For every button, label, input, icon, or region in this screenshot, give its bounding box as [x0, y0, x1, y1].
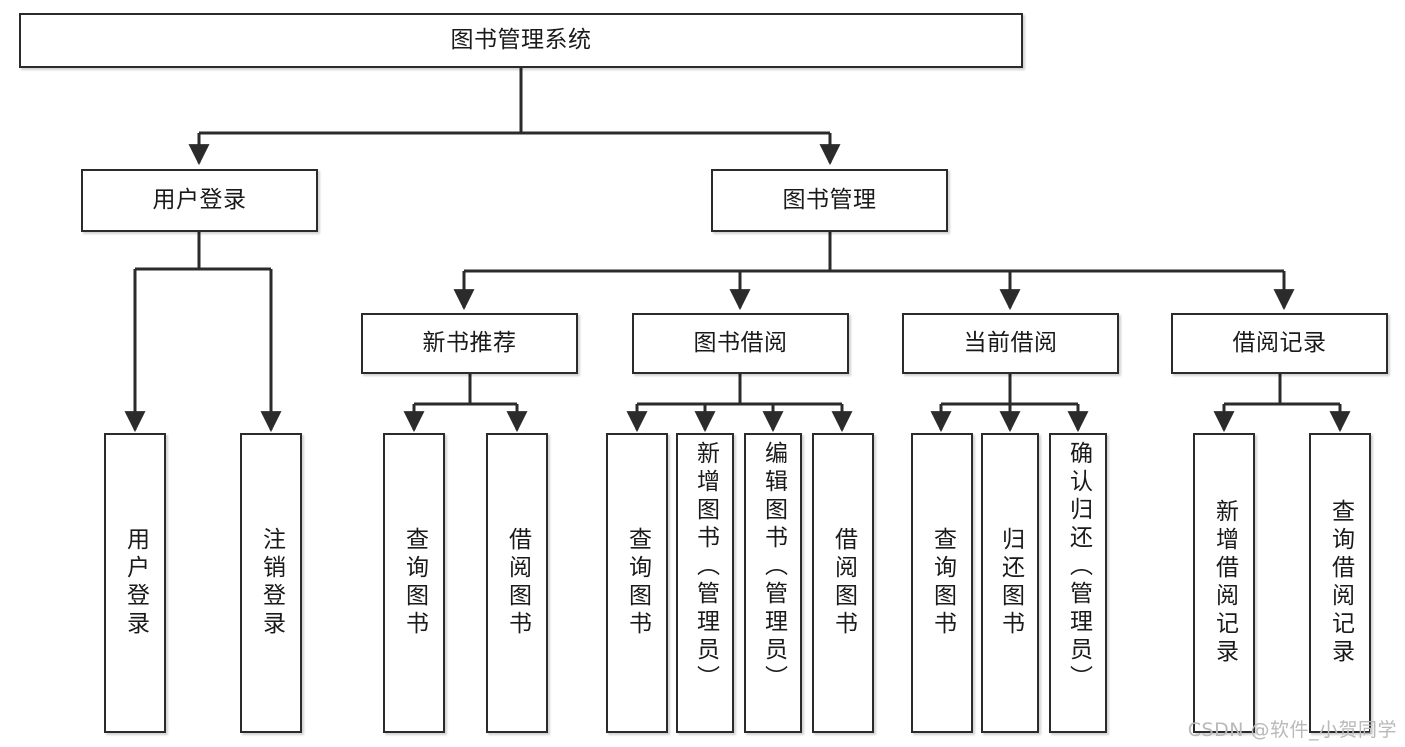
node-leaf-borrow-book-2-label: 借阅图书: [830, 527, 857, 639]
node-user-login-label: 用户登录: [152, 186, 247, 213]
node-book-management-label: 图书管理: [782, 186, 877, 213]
node-borrow-record-label: 借阅记录: [1232, 329, 1327, 356]
node-leaf-add-record[interactable]: 新增借阅记录: [1193, 433, 1255, 733]
node-leaf-user-login-label: 用户登录: [122, 527, 149, 639]
node-leaf-query-book-3[interactable]: 查询图书: [911, 433, 973, 733]
node-leaf-query-book-2[interactable]: 查询图书: [606, 433, 668, 733]
node-leaf-add-record-label: 新增借阅记录: [1211, 499, 1238, 667]
node-leaf-query-record-label: 查询借阅记录: [1327, 499, 1354, 667]
node-leaf-add-book[interactable]: 新增图书（管理员）: [676, 433, 734, 733]
node-leaf-edit-book[interactable]: 编辑图书（管理员）: [744, 433, 802, 733]
node-leaf-return-book-label: 归还图书: [997, 527, 1024, 639]
node-new-book-recommend[interactable]: 新书推荐: [361, 313, 578, 374]
node-leaf-query-book-2-label: 查询图书: [624, 527, 651, 639]
node-leaf-query-record[interactable]: 查询借阅记录: [1309, 433, 1371, 733]
node-leaf-confirm-return[interactable]: 确认归还（管理员）: [1049, 433, 1107, 733]
node-leaf-query-book-1[interactable]: 查询图书: [383, 433, 445, 733]
node-current-borrow[interactable]: 当前借阅: [902, 313, 1119, 374]
node-book-management[interactable]: 图书管理: [711, 169, 948, 232]
node-root-label: 图书管理系统: [450, 26, 592, 53]
node-leaf-return-book[interactable]: 归还图书: [981, 433, 1039, 733]
node-leaf-logout-login-label: 注销登录: [258, 527, 285, 639]
node-leaf-add-book-label: 新增图书（管理员）: [692, 441, 719, 693]
node-user-login[interactable]: 用户登录: [81, 169, 318, 232]
node-leaf-edit-book-label: 编辑图书（管理员）: [760, 441, 787, 693]
node-book-borrow-label: 图书借阅: [693, 329, 788, 356]
node-leaf-confirm-return-label: 确认归还（管理员）: [1065, 441, 1092, 693]
node-leaf-borrow-book-2[interactable]: 借阅图书: [812, 433, 874, 733]
node-leaf-borrow-book-1[interactable]: 借阅图书: [486, 433, 548, 733]
node-book-borrow[interactable]: 图书借阅: [632, 313, 849, 374]
node-leaf-query-book-1-label: 查询图书: [401, 527, 428, 639]
node-leaf-query-book-3-label: 查询图书: [929, 527, 956, 639]
node-leaf-user-login[interactable]: 用户登录: [104, 433, 166, 733]
node-leaf-logout-login[interactable]: 注销登录: [240, 433, 302, 733]
node-current-borrow-label: 当前借阅: [963, 329, 1058, 356]
node-new-book-recommend-label: 新书推荐: [422, 329, 517, 356]
node-root[interactable]: 图书管理系统: [19, 13, 1023, 68]
node-borrow-record[interactable]: 借阅记录: [1171, 313, 1388, 374]
node-leaf-borrow-book-1-label: 借阅图书: [504, 527, 531, 639]
watermark: CSDN @软件_小贺同学: [1187, 719, 1397, 741]
